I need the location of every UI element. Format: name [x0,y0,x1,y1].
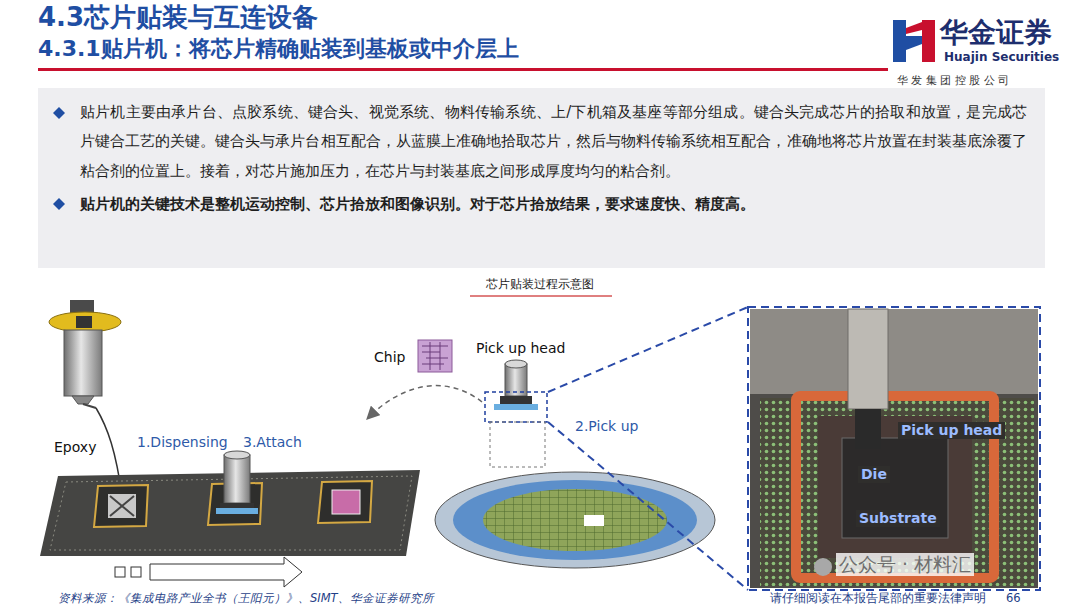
dispenser-syringe [72,396,94,404]
chip-image [422,342,448,370]
dispenser-syringe [49,300,122,496]
dispenser-syringe [76,316,92,328]
wafer [435,472,715,568]
photo [855,409,881,449]
page-number: 66 [1006,592,1021,606]
step-label: 2.Pick up [575,418,638,435]
photo [848,309,888,409]
photo-label: Substrate [856,510,940,527]
bullet-text: 贴片机的关键技术是整机运动控制、芯片拾放和图像识别。对于芯片拾放结果，要求速度快… [80,190,1027,219]
bullet-symbol [53,198,65,210]
zoom-lines [548,307,748,590]
attach-tool [216,508,258,514]
dispenser-syringe [83,404,96,408]
bullet-symbol [53,107,65,119]
watermark-icon [814,558,832,576]
part-label: Epoxy [54,439,96,456]
pickup-head [500,396,532,404]
pickup-head [505,364,527,396]
part-label: Chip [374,349,405,366]
attach-tool [220,503,254,508]
photo [842,438,948,538]
photo [748,307,1040,590]
logo [906,36,922,50]
pickup-head [485,392,547,422]
bullet-text: 贴片机主要由承片台、点胶系统、键合头、视觉系统、物料传输系统、上/下机箱及基座等… [80,98,1027,186]
substrate-strip [108,494,136,518]
bottom-arrow [115,567,125,577]
substrate-strip [332,490,360,514]
bullet-symbol [53,198,65,210]
pickup-head [485,360,547,467]
slide-title: 4.3芯片贴装与互连设备 [38,2,318,33]
bottom-arrow [150,557,302,587]
pickup-head [505,360,527,368]
wafer [453,480,697,560]
logo-english: Huajin Securities [944,50,1059,64]
substrate-strip [94,485,148,527]
bullet-symbol [53,107,65,119]
photo [748,307,1040,590]
photo [750,309,1038,394]
dispenser-syringe [64,330,102,396]
slide-subtitle: 4.3.1贴片机：将芯片精确贴装到基板或中介层上 [38,36,519,62]
substrate-strip [318,481,372,523]
logo [893,20,935,62]
attach-tool [224,451,250,459]
pickup-head [494,404,538,410]
logo-name: 华金证券 [940,16,1052,50]
transfer-arrow [368,386,482,418]
wafer [584,515,604,526]
logo [906,22,922,34]
bottom-arrow [115,557,302,587]
step-label: 3.Attach [243,434,302,451]
photo [750,309,1038,588]
part-label: Pick up head [476,340,565,357]
logo-tagline: 华 发 集 团 控 股 公 司 [897,74,1009,87]
rule-line [38,68,888,71]
chip-image [418,340,452,372]
watermark: 公众号 · 材料汇 [836,553,974,576]
bottom-arrow [131,567,141,577]
source-note: 资料来源：《集成电路产业全书（王阳元）》、SIMT、华金证券研究所 [58,592,434,606]
attach-tool [216,451,258,514]
chip-image [418,340,452,372]
caption-rule [470,296,612,297]
logo [893,20,906,62]
zoom-lines [548,422,748,590]
substrate-strip [110,496,134,516]
step-label: 1.Dispensing [137,434,228,451]
photo-label: Pick up head [898,422,1005,439]
text-band: 贴片机主要由承片台、点胶系统、键合头、视觉系统、物料传输系统、上/下机箱及基座等… [38,88,1045,268]
photo-label: Die [858,466,890,483]
attach-tool [224,455,250,503]
zoom-lines [548,307,748,392]
dispenser-syringe [49,312,121,332]
pickup-head [490,422,545,467]
figure-caption: 芯片贴装过程示意图 [486,277,594,291]
disclaimer: 请仔细阅读在本报告尾部的重要法律声明 [770,592,986,606]
logo [922,20,935,62]
wafer [435,472,715,568]
